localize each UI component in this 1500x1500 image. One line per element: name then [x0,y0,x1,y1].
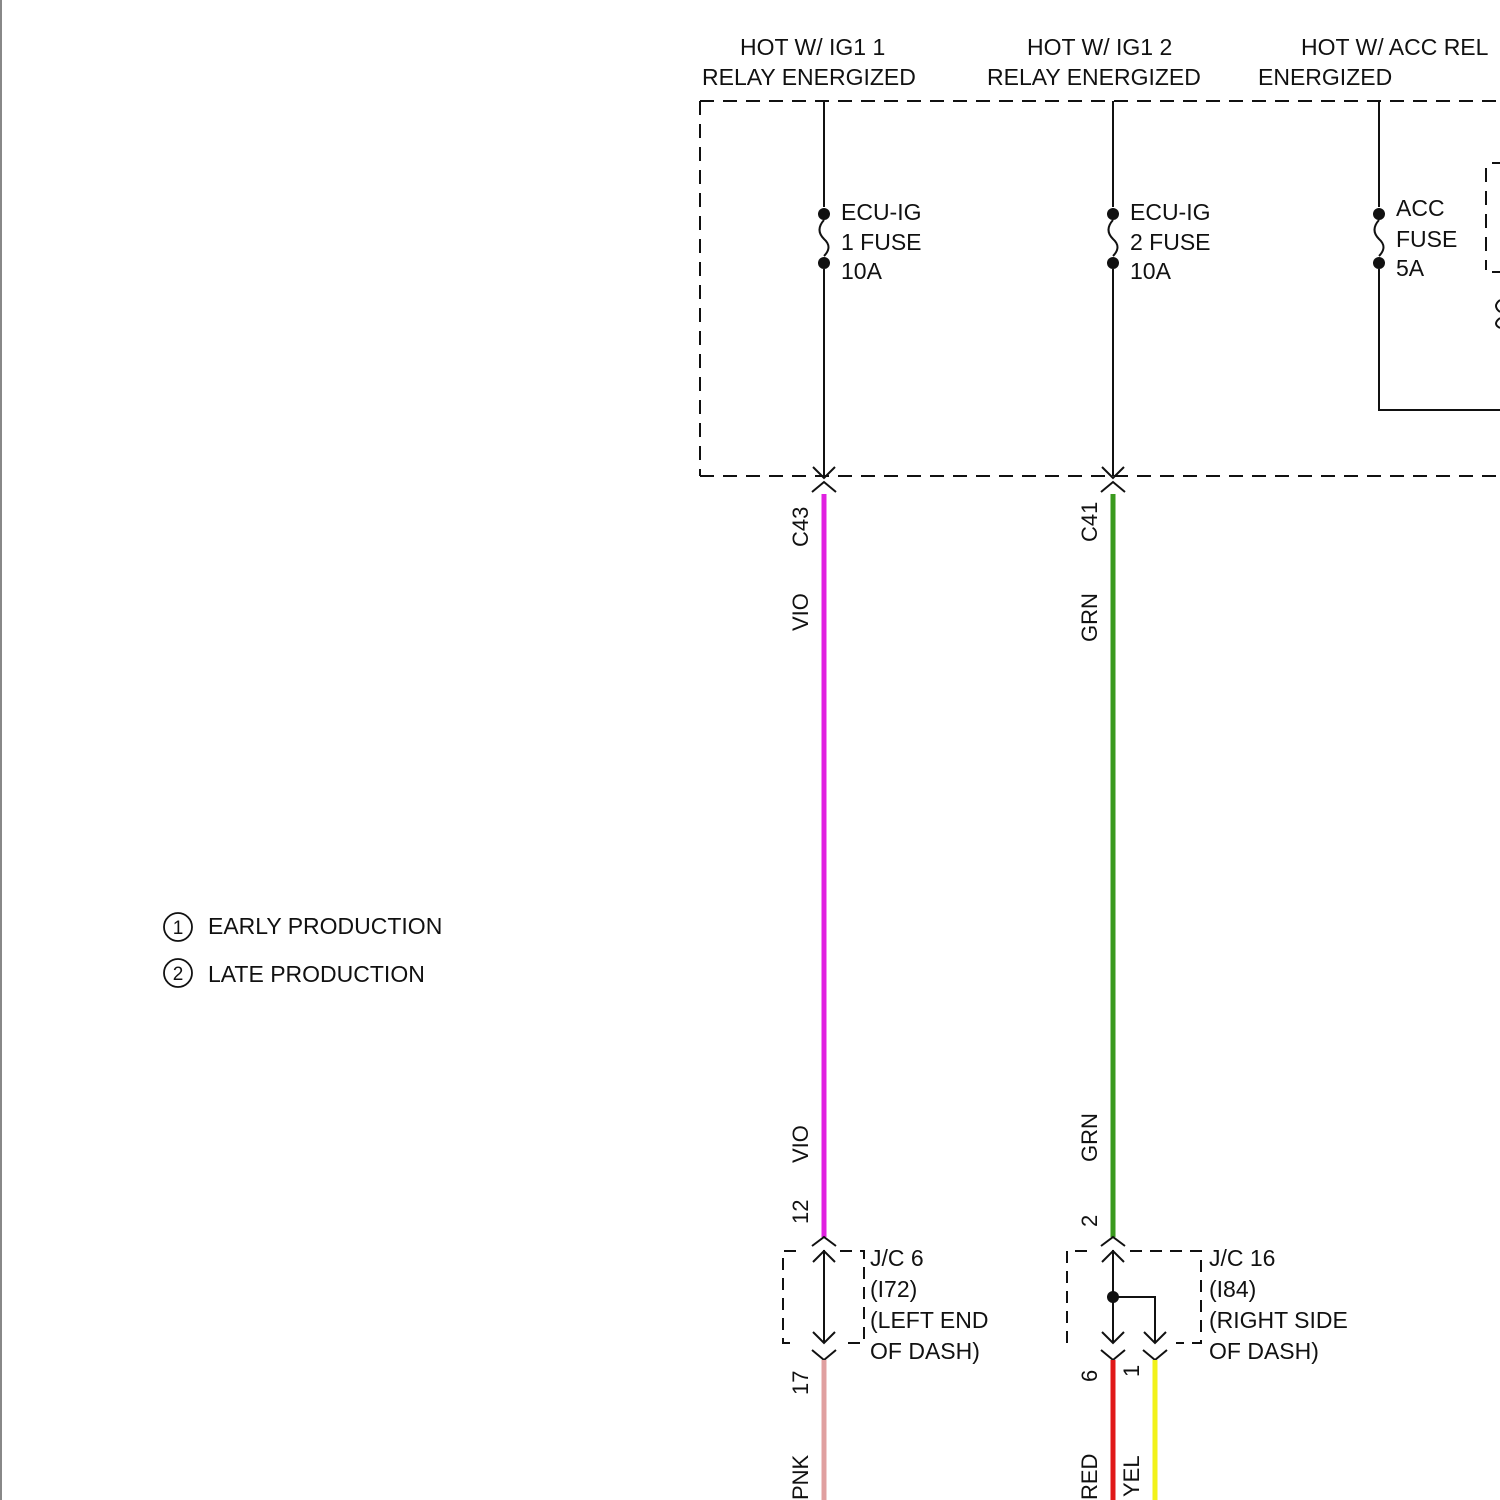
wire-color-label: VIO [788,593,813,631]
legend-marker: 1 [173,918,184,939]
connector-chevron-icon [1101,482,1125,492]
fuse-terminal [818,208,830,220]
connector-label-c43: C43 [788,507,813,547]
legend-item-early: 1 EARLY PRODUCTION [164,913,442,941]
fuse-label: 1 FUSE [841,229,922,255]
wire-color-label: VIO [788,1125,813,1163]
power-source-label: HOT W/ IG1 1 [740,34,885,60]
fuse-name: ECU-IG [841,199,922,225]
fuse-label: FUSE [1396,226,1457,252]
power-source-label: RELAY ENERGIZED [987,64,1201,90]
power-source-label: HOT W/ IG1 2 [1027,34,1172,60]
junction-code: (I72) [870,1276,917,1302]
power-source-label: ENERGIZED [1258,64,1392,90]
circuit-acc: ACC FUSE 5A [1373,101,1500,410]
power-source-label: HOT W/ ACC REL [1301,34,1489,60]
pin-label: 6 [1077,1370,1102,1382]
wire-color-label: PNK [788,1454,813,1500]
junction-connector-jc6: J/C 6 (I72) (LEFT END OF DASH) [783,1237,988,1364]
power-source-label: RELAY ENERGIZED [702,64,916,90]
connector-chevron-icon [812,1350,836,1360]
pin-label: 12 [788,1200,813,1224]
legend-text: LATE PRODUCTION [208,961,425,987]
connector-chevron-icon [812,1237,836,1246]
fuse-rating: 10A [841,258,883,284]
fuse-rating: 10A [1130,258,1172,284]
circuit-ecu-ig1: ECU-IG 1 FUSE 10A [812,101,922,492]
fuse-name: ACC [1396,195,1445,221]
pin-label: 17 [788,1371,813,1395]
fuse-name: ECU-IG [1130,199,1211,225]
connector-chevron-icon [812,482,836,492]
legend: 1 EARLY PRODUCTION 2 LATE PRODUCTION [164,913,442,987]
fuse-element [1109,220,1118,256]
fuse-terminal [1107,208,1119,220]
fuse-element [820,220,829,256]
wire-color-label: GRN [1077,593,1102,642]
junction-connector-jc16: J/C 16 (I84) (RIGHT SIDE OF DASH) [1067,1237,1348,1364]
junction-location: (RIGHT SIDE [1209,1307,1348,1333]
wire-color-label: YEL [1119,1455,1144,1497]
pin-label: 1 [1119,1365,1144,1377]
legend-text: EARLY PRODUCTION [208,913,442,939]
legend-item-late: 2 LATE PRODUCTION [164,959,425,987]
fuse-label: 2 FUSE [1130,229,1211,255]
pin-label: 2 [1077,1215,1102,1227]
connector-chevron-icon [1143,1350,1167,1360]
legend-marker: 2 [173,964,184,985]
wire-color-label: RED [1077,1454,1102,1500]
circuit-ecu-ig2: ECU-IG 2 FUSE 10A [1101,101,1211,492]
wire-color-label: GRN [1077,1113,1102,1162]
fuse-terminal [1373,208,1385,220]
connector-chevron-icon [1101,1350,1125,1360]
connector-chevron-icon [1101,1237,1125,1246]
power-source-ig1-2: HOT W/ IG1 2 RELAY ENERGIZED [987,34,1201,90]
junction-location: (LEFT END [870,1307,988,1333]
junction-code: (I84) [1209,1276,1256,1302]
junction-name: J/C 6 [870,1245,924,1271]
junction-location: OF DASH) [1209,1338,1319,1364]
fuse-element [1375,220,1384,256]
junction-name: J/C 16 [1209,1245,1275,1271]
junction-location: OF DASH) [870,1338,980,1364]
fuse-rating: 5A [1396,255,1425,281]
power-source-ig1-1: HOT W/ IG1 1 RELAY ENERGIZED [702,34,916,90]
connector-label-c41: C41 [1077,502,1102,542]
fuse-terminal [1107,257,1119,269]
fuse-terminal [1373,257,1385,269]
fuse-terminal [818,257,830,269]
power-source-acc: HOT W/ ACC REL ENERGIZED [1258,34,1489,90]
relay-box-partial [1486,163,1500,328]
